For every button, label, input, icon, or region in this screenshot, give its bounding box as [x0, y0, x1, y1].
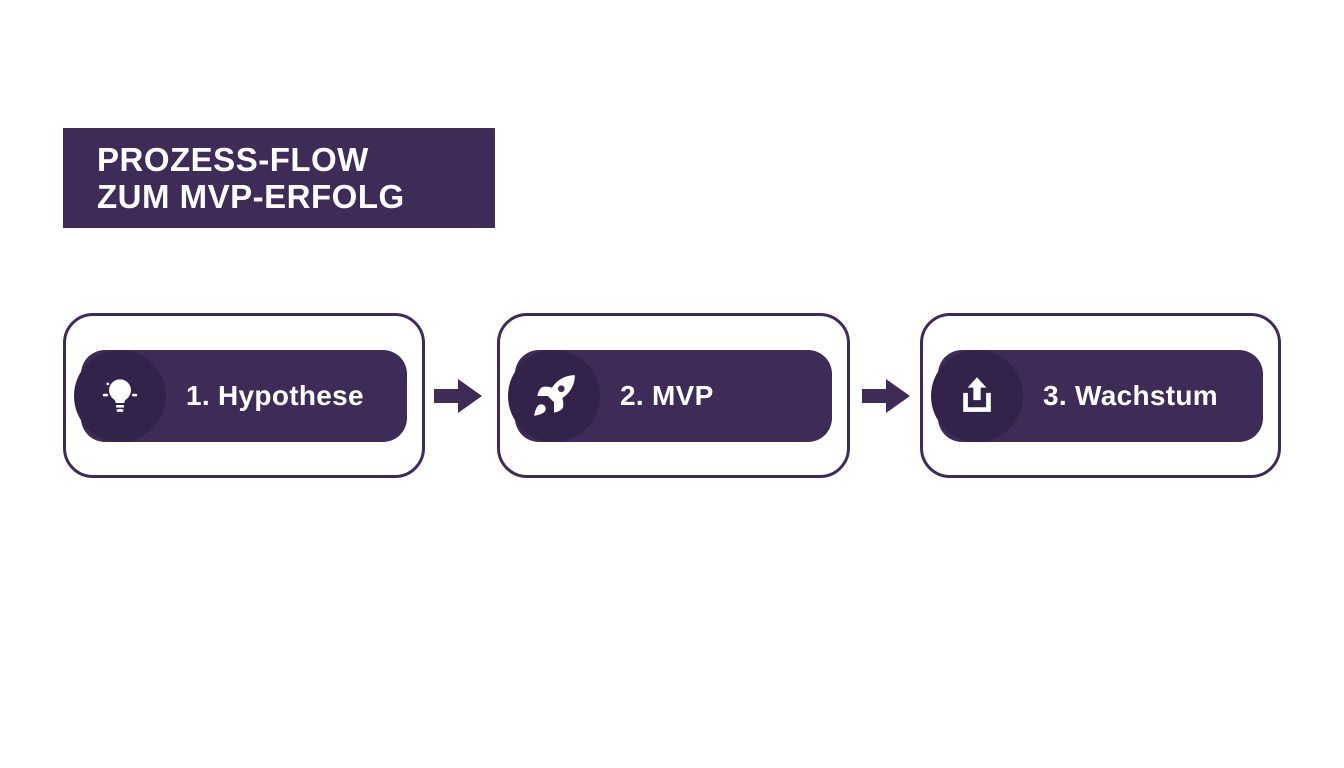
diagram-title: PROZESS-FLOW ZUM MVP-ERFOLG — [63, 128, 495, 228]
lightbulb-icon — [74, 349, 166, 442]
step-pill-hypothese: 1. Hypothese — [74, 349, 407, 442]
step-card-mvp: 2. MVP — [497, 313, 850, 478]
upload-arrow-icon — [931, 349, 1023, 442]
step-pill-mvp: 2. MVP — [508, 349, 832, 442]
step-label-hypothese: 1. Hypothese — [186, 379, 364, 411]
title-line-2: ZUM MVP-ERFOLG — [97, 178, 405, 215]
right-arrow-icon — [434, 377, 482, 415]
step-card-wachstum: 3. Wachstum — [920, 313, 1281, 478]
step-label-mvp: 2. MVP — [620, 379, 714, 411]
step-label-wachstum: 3. Wachstum — [1043, 379, 1218, 411]
step-card-hypothese: 1. Hypothese — [63, 313, 425, 478]
rocket-icon — [508, 349, 600, 442]
right-arrow-icon — [862, 377, 910, 415]
step-pill-wachstum: 3. Wachstum — [931, 349, 1263, 442]
title-line-1: PROZESS-FLOW — [97, 141, 369, 178]
